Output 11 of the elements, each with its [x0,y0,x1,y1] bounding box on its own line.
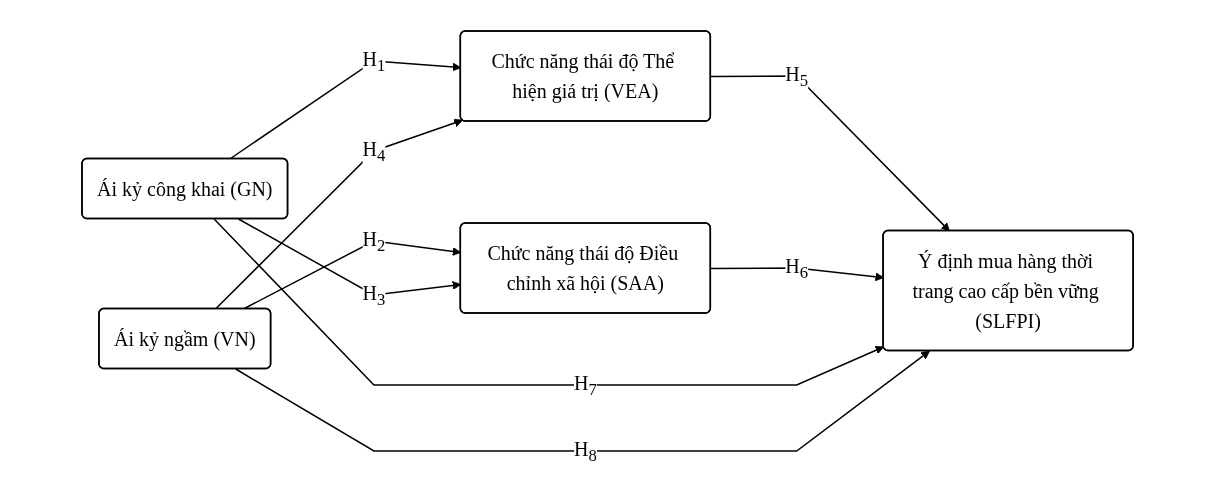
edge-label: H$_{4}$ [362,138,386,165]
arrow [215,118,464,310]
arrow [235,350,931,452]
edge-label: H$_{1}$ [362,48,386,75]
edge-label: H$_{5}$ [785,63,809,90]
edge-label: H$_{3}$ [362,282,386,309]
edge-label: H$_{6}$ [785,255,809,282]
arrow [710,75,951,232]
edge-label: H$_{7}$ [574,372,598,399]
edge-label: H$_{8}$ [574,438,598,465]
edge-label: H$_{2}$ [362,228,386,255]
